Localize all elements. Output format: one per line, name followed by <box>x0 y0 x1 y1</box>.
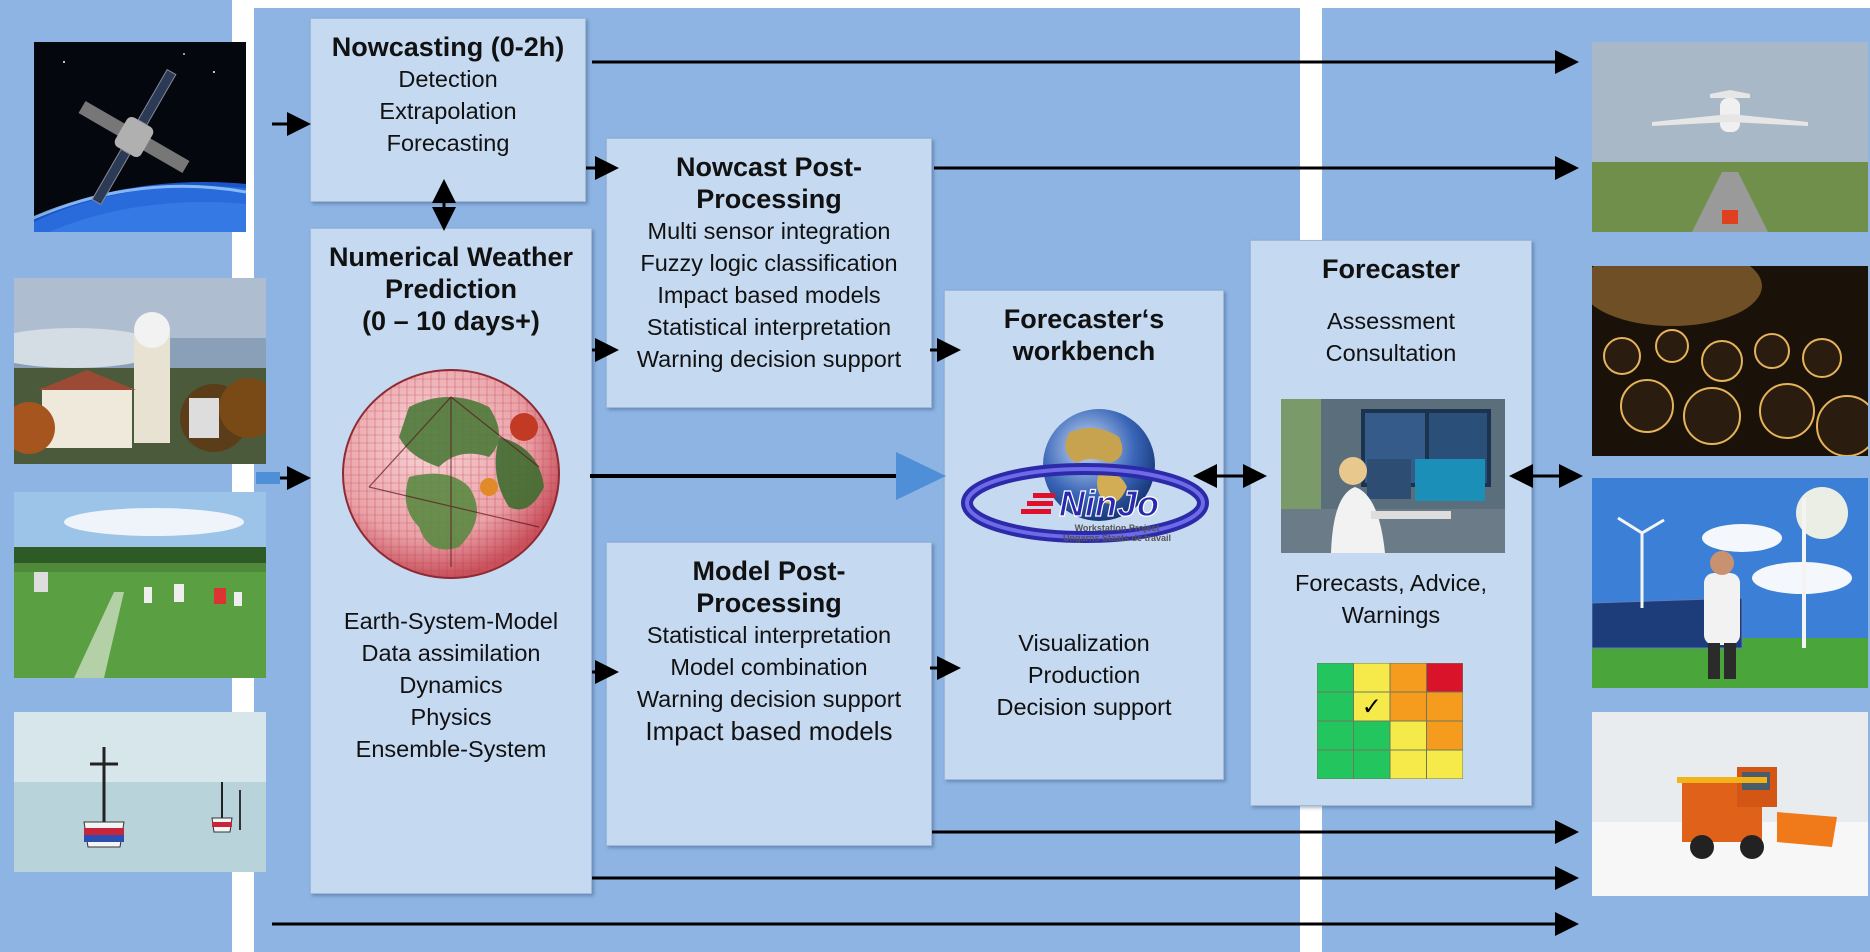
check-mark-icon: ✓ <box>1362 693 1382 721</box>
nowcasting-title: Nowcasting (0-2h) <box>331 32 565 62</box>
forecaster-item: Forecasts, Advice, <box>1295 570 1487 596</box>
nwp-item: Physics <box>410 704 492 730</box>
workbench-item: Production <box>1027 662 1141 688</box>
model-post-item: Impact based models <box>645 716 893 746</box>
forecaster-workbench-box: Forecaster‘s workbench NinJo Workstation… <box>944 290 1224 780</box>
workbench-title: workbench <box>1012 336 1156 366</box>
warning-matrix-cell <box>1317 749 1354 779</box>
globe-model-icon <box>339 367 563 581</box>
nowcasting-item: Forecasting <box>386 130 510 156</box>
nwp-item: Ensemble-System <box>355 736 547 762</box>
warning-matrix-cell <box>1389 691 1427 722</box>
model-post-title: Model Post- <box>692 556 846 586</box>
workbench-title: Forecaster‘s <box>1003 304 1165 334</box>
warning-matrix-cell <box>1426 691 1463 722</box>
ninjo-logo-subtext: Workstation Project <box>1075 523 1160 533</box>
warning-matrix-cell <box>1426 749 1463 779</box>
warning-matrix-cell <box>1389 749 1427 779</box>
warning-matrix-cell <box>1353 691 1391 722</box>
warning-matrix-cell <box>1317 720 1354 751</box>
model-post-item: Model combination <box>670 654 868 680</box>
model-post-item: Warning decision support <box>636 686 902 712</box>
nwp-item: Dynamics <box>399 672 503 698</box>
nowcast-post-item: Warning decision support <box>636 346 902 372</box>
model-post-item: Statistical interpretation <box>646 622 892 648</box>
warning-matrix-cell <box>1426 663 1463 693</box>
nowcasting-item: Extrapolation <box>379 98 517 124</box>
warning-matrix-icon: ✓ <box>1317 663 1463 779</box>
warning-matrix-cell <box>1389 663 1427 693</box>
forecaster-item: Consultation <box>1325 340 1457 366</box>
wind-solar-energy-photo <box>1592 478 1868 688</box>
nowcast-post-item: Fuzzy logic classification <box>640 250 898 276</box>
nwp-item: Earth-System-Model <box>343 608 559 634</box>
workbench-item: Decision support <box>996 694 1172 720</box>
satellite-photo <box>34 42 246 232</box>
warning-matrix-cell <box>1426 720 1463 751</box>
nowcasting-item: Detection <box>398 66 498 92</box>
nwp-item: Data assimilation <box>361 640 541 666</box>
warning-matrix-cell <box>1317 663 1354 693</box>
forecaster-item: Warnings <box>1341 602 1441 628</box>
ninjo-logo-text: NinJo <box>1059 483 1159 524</box>
nowcast-post-item: Impact based models <box>657 282 881 308</box>
forecaster-title: Forecaster <box>1321 254 1461 284</box>
weather-buoy-photo <box>14 712 266 872</box>
warning-matrix-cell <box>1317 691 1354 722</box>
model-post-processing-box: Model Post- Processing Statistical inter… <box>606 542 932 846</box>
workbench-item: Visualization <box>1018 630 1150 656</box>
airplane-takeoff-photo <box>1592 42 1868 232</box>
forecaster-workstation-photo <box>1281 399 1505 553</box>
forecaster-item: Assessment <box>1327 308 1455 334</box>
nowcasting-box: Nowcasting (0-2h) Detection Extrapolatio… <box>310 18 586 202</box>
nwp-title: Numerical Weather <box>328 242 574 272</box>
nowcast-post-title: Nowcast Post- <box>675 152 863 182</box>
nowcast-post-processing-box: Nowcast Post- Processing Multi sensor in… <box>606 138 932 408</box>
warning-matrix-cell <box>1353 720 1391 751</box>
measurement-field-photo <box>14 492 266 678</box>
nwp-box: Numerical Weather Prediction (0 – 10 day… <box>310 228 592 894</box>
nowcast-post-item: Statistical interpretation <box>646 314 892 340</box>
forecaster-box: Forecaster Assessment Consultation Forec… <box>1250 240 1532 806</box>
ninjo-logo-icon: NinJo Workstation Project Ungarns Staats… <box>959 403 1211 563</box>
ninjo-logo-subtext: Ungarns Staats de travail <box>1063 533 1171 543</box>
weather-station-tower-photo <box>14 278 266 464</box>
warning-matrix-cell <box>1353 663 1391 693</box>
model-post-title: Processing <box>696 588 842 618</box>
snow-plow-photo <box>1592 712 1868 896</box>
nowcast-post-title: Processing <box>696 184 842 214</box>
nowcast-post-item: Multi sensor integration <box>647 218 891 244</box>
warning-matrix-cell <box>1353 749 1391 779</box>
crowd-photo <box>1592 266 1868 456</box>
warning-matrix-cell <box>1389 720 1427 751</box>
nwp-title: (0 – 10 days+) <box>362 306 540 336</box>
nwp-title: Prediction <box>384 274 518 304</box>
